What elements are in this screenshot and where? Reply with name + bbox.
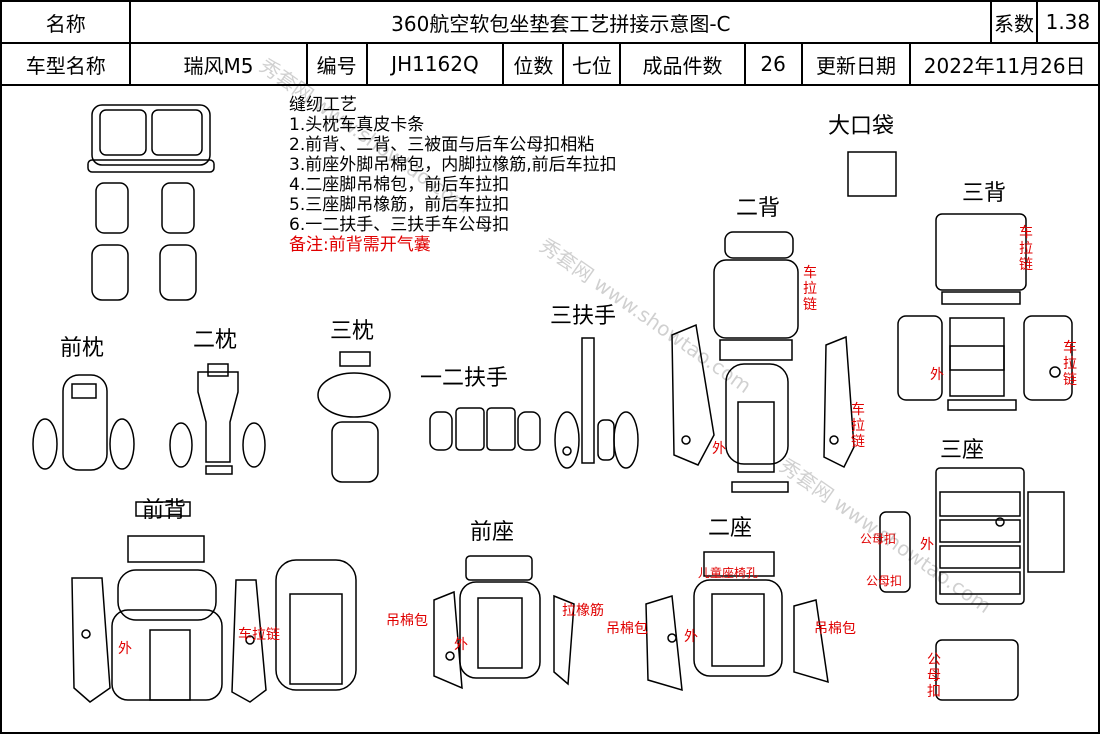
note-item: 4.二座脚吊棉包，前后车拉扣	[289, 175, 510, 195]
annot-snap: 公母扣	[860, 532, 897, 546]
annot-child-seat-hole: 儿童座椅孔	[698, 566, 759, 580]
label-second-back: 二背	[736, 196, 781, 221]
seats-label: 位数	[502, 42, 565, 86]
front-seat-pattern	[433, 555, 575, 690]
model-label: 车型名称	[0, 42, 132, 86]
annot-zipper-third-back-side: 车拉链	[1063, 340, 1077, 388]
label-front-back: 前背	[142, 498, 187, 523]
big-pocket-pattern	[847, 151, 897, 197]
name-label: 名称	[0, 0, 132, 44]
pieces-value: 26	[743, 42, 803, 86]
label-second-seat: 二座	[708, 516, 753, 541]
annot-hang-cotton-second-seat-right: 吊棉包	[814, 621, 856, 637]
code-value: JH1162Q	[365, 42, 505, 86]
third-back-pattern	[897, 213, 1073, 411]
label-second-headrest: 二枕	[193, 328, 238, 353]
annot-pull-elastic: 拉橡筋	[562, 603, 604, 619]
second-back-pattern	[671, 231, 855, 493]
third-headrest-pattern	[317, 351, 391, 483]
annot-outer: 外	[684, 629, 698, 645]
label-third-headrest: 三枕	[330, 319, 375, 344]
annot-outer: 外	[454, 637, 468, 653]
armrest-12-pattern	[429, 407, 541, 451]
second-seat-pattern	[645, 551, 829, 692]
date-label: 更新日期	[800, 42, 912, 86]
annot-snap-third-seat: 公母扣	[927, 652, 941, 700]
note-item: 5.三座脚吊橡筋，前后车拉扣	[289, 195, 510, 215]
label-front-headrest: 前枕	[60, 336, 105, 361]
label-armrest-12: 一二扶手	[420, 366, 509, 391]
annot-outer: 外	[930, 367, 944, 383]
annot-zipper-second-back: 车拉链	[803, 265, 817, 313]
date-value: 2022年11月26日	[909, 42, 1100, 86]
seats-value: 七位	[562, 42, 622, 86]
annot-snap: 公母扣	[866, 574, 903, 588]
note-item: 1.头枕车真皮卡条	[289, 115, 425, 135]
armrest-3-pattern	[554, 337, 639, 469]
coef-value: 1.38	[1035, 0, 1100, 44]
sheet-title: 360航空软包坐垫套工艺拼接示意图-C	[129, 0, 993, 44]
label-armrest-3: 三扶手	[550, 304, 617, 329]
annot-hang-cotton-second-seat: 吊棉包	[606, 621, 648, 637]
code-label: 编号	[305, 42, 368, 86]
label-third-seat: 三座	[940, 438, 985, 463]
notes-remark: 备注:前背需开气囊	[289, 235, 431, 255]
front-back-pattern	[71, 501, 357, 703]
header-table: 名称 360航空软包坐垫套工艺拼接示意图-C 系数 1.38 车型名称 瑞风M5…	[0, 0, 1100, 86]
front-headrest-pattern	[32, 374, 135, 471]
annot-outer: 外	[118, 641, 132, 657]
annot-zipper-front-back: 车拉链	[238, 627, 280, 643]
label-third-back: 三背	[962, 181, 1007, 206]
notes-title: 缝纫工艺	[289, 95, 357, 115]
label-front-seat: 前座	[470, 520, 515, 545]
annot-hang-cotton-front-seat: 吊棉包	[386, 613, 428, 629]
seat-overview-drawing	[87, 104, 215, 301]
annot-outer: 外	[712, 441, 726, 457]
annot-zipper-third-back: 车拉链	[1019, 225, 1033, 273]
second-headrest-pattern	[169, 363, 266, 475]
label-big-pocket: 大口袋	[828, 114, 895, 139]
annot-outer: 外	[920, 537, 934, 553]
model-value: 瑞风M5	[129, 42, 308, 86]
note-item: 3.前座外脚吊棉包，内脚拉橡筋,前后车拉扣	[289, 155, 617, 175]
note-item: 2.前背、二背、三被面与后车公母扣相粘	[289, 135, 595, 155]
sewing-notes: 缝纫工艺 1.头枕车真皮卡条 2.前背、二背、三被面与后车公母扣相粘 3.前座外…	[289, 95, 617, 255]
note-item: 6.一二扶手、三扶手车公母扣	[289, 215, 510, 235]
third-seat-pattern	[879, 467, 1065, 701]
pieces-label: 成品件数	[619, 42, 746, 86]
annot-zipper-second-back-side: 车拉链	[851, 402, 865, 450]
